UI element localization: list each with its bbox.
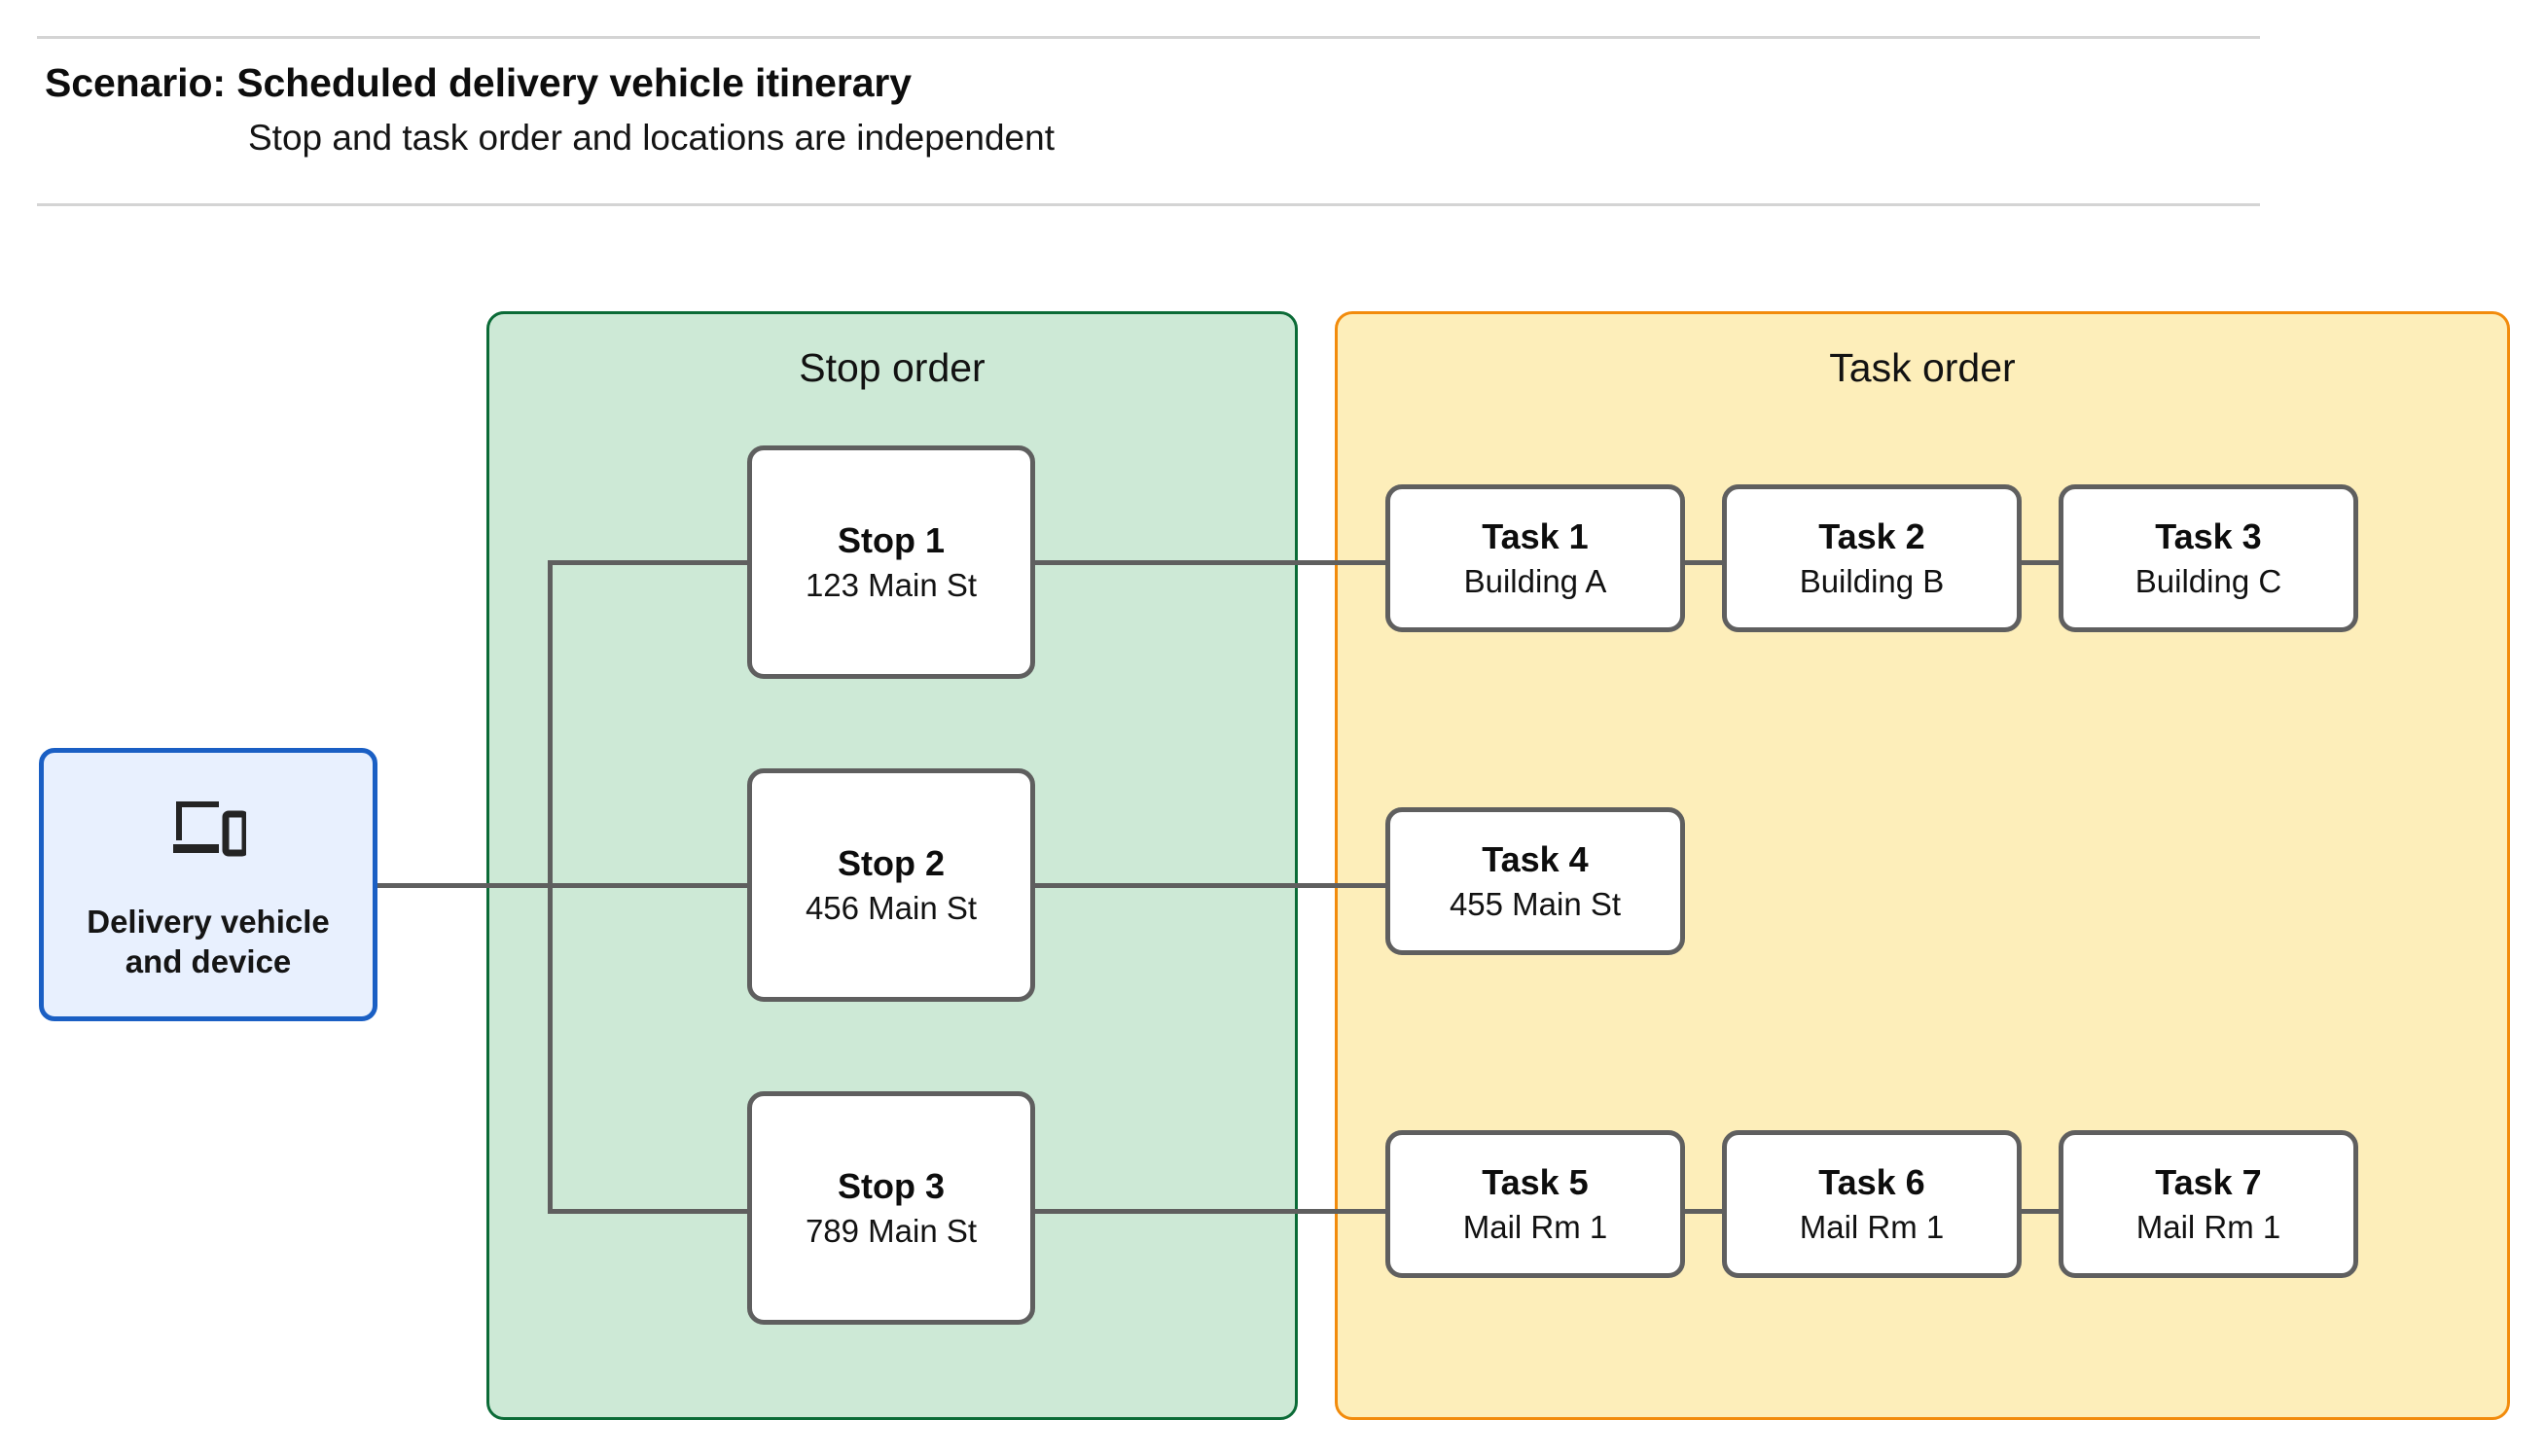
task-node-2[interactable]: Task 2 Building B <box>1722 484 2022 632</box>
stop-node-1[interactable]: Stop 1 123 Main St <box>747 445 1035 679</box>
page-subtitle: Stop and task order and locations are in… <box>248 118 1055 158</box>
task-7-location: Mail Rm 1 <box>2135 1208 2281 1245</box>
stop-node-2[interactable]: Stop 2 456 Main St <box>747 768 1035 1002</box>
task-5-location: Mail Rm 1 <box>1462 1208 1608 1245</box>
task-2-location: Building B <box>1799 562 1945 599</box>
devices-icon <box>170 796 249 860</box>
connector-trunk-to-stop-1 <box>548 560 749 565</box>
task-4-location: 455 Main St <box>1449 885 1622 922</box>
task-node-1[interactable]: Task 1 Building A <box>1385 484 1685 632</box>
task-node-7[interactable]: Task 7 Mail Rm 1 <box>2059 1130 2358 1278</box>
task-3-title: Task 3 <box>2155 516 2262 557</box>
task-node-6[interactable]: Task 6 Mail Rm 1 <box>1722 1130 2022 1278</box>
connector-stop-1-to-task-1 <box>1031 560 1389 565</box>
page-title: Scenario: Scheduled delivery vehicle iti… <box>45 60 912 105</box>
stop-3-title: Stop 3 <box>837 1166 945 1207</box>
stop-1-title: Stop 1 <box>837 520 945 561</box>
task-3-location: Building C <box>2134 562 2282 599</box>
task-6-title: Task 6 <box>1818 1162 1925 1203</box>
task-1-location: Building A <box>1463 562 1607 599</box>
connector-task-6-to-task-7 <box>2018 1209 2062 1214</box>
stop-node-3[interactable]: Stop 3 789 Main St <box>747 1091 1035 1325</box>
delivery-vehicle-and-device-node[interactable]: Delivery vehicle and device <box>39 748 377 1021</box>
connector-trunk-to-stop-3 <box>548 1209 749 1214</box>
vehicle-label-line-1: Delivery vehicle <box>87 904 330 940</box>
stop-2-address: 456 Main St <box>805 889 978 926</box>
connector-stop-2-to-task-4 <box>1031 883 1389 888</box>
task-5-title: Task 5 <box>1482 1162 1589 1203</box>
task-node-5[interactable]: Task 5 Mail Rm 1 <box>1385 1130 1685 1278</box>
vehicle-label: Delivery vehicle and device <box>87 903 330 982</box>
task-node-4[interactable]: Task 4 455 Main St <box>1385 807 1685 955</box>
task-1-title: Task 1 <box>1482 516 1589 557</box>
vehicle-label-line-2: and device <box>125 942 292 979</box>
stop-3-address: 789 Main St <box>805 1212 978 1249</box>
connector-task-5-to-task-6 <box>1681 1209 1726 1214</box>
connector-task-2-to-task-3 <box>2018 560 2062 565</box>
header-divider-bottom <box>37 203 2260 206</box>
task-2-title: Task 2 <box>1818 516 1925 557</box>
task-6-location: Mail Rm 1 <box>1799 1208 1945 1245</box>
connector-trunk-to-stop-2 <box>548 883 749 888</box>
stop-1-address: 123 Main St <box>805 566 978 603</box>
stop-order-label: Stop order <box>799 345 986 390</box>
connector-task-1-to-task-2 <box>1681 560 1726 565</box>
stop-2-title: Stop 2 <box>837 843 945 884</box>
task-4-title: Task 4 <box>1482 839 1589 880</box>
connector-stop-3-to-task-5 <box>1031 1209 1389 1214</box>
task-order-label: Task order <box>1829 345 2016 390</box>
task-7-title: Task 7 <box>2155 1162 2262 1203</box>
header-divider-top <box>37 36 2260 39</box>
connector-vehicle-to-trunk <box>377 883 553 888</box>
task-node-3[interactable]: Task 3 Building C <box>2059 484 2358 632</box>
